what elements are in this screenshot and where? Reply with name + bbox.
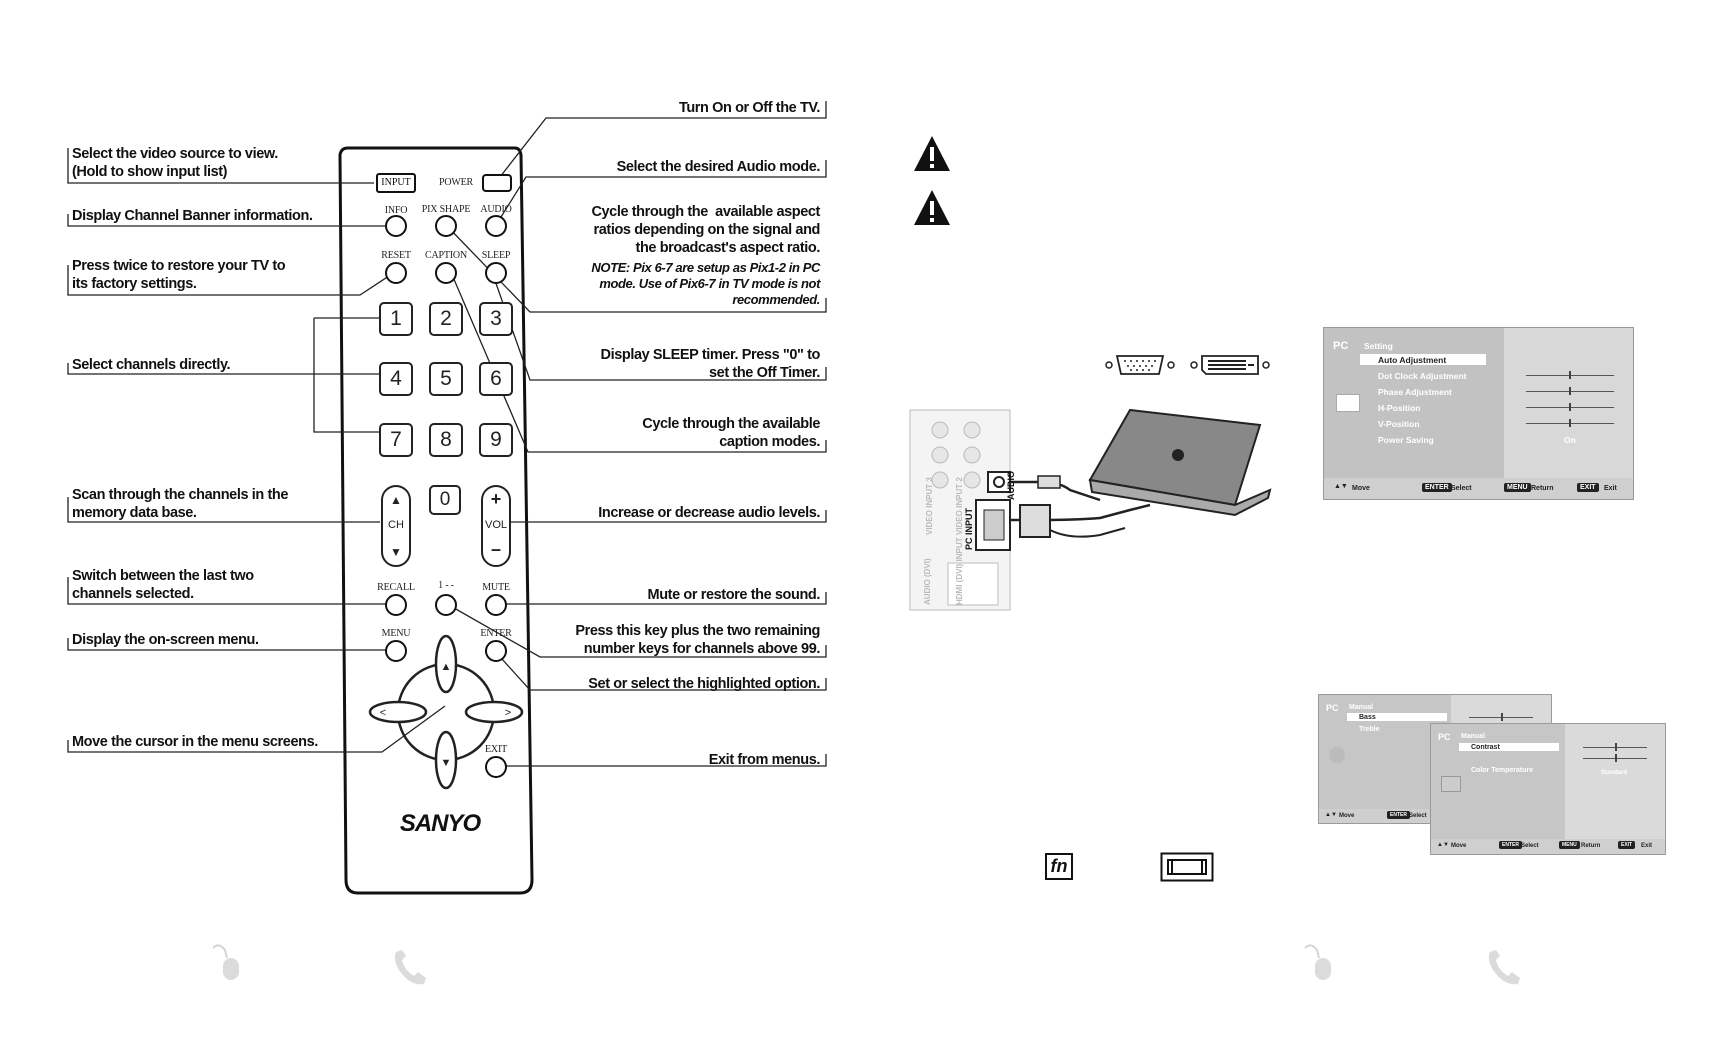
reset-button[interactable] xyxy=(385,262,407,284)
left-arrow-icon: < xyxy=(380,707,386,719)
recall-label: RECALL xyxy=(377,582,415,593)
callout-menu: Display the on-screen menu. xyxy=(72,632,259,648)
callout-cursor: Move the cursor in the menu screens. xyxy=(72,734,318,750)
callout-caption: Cycle through the available caption mode… xyxy=(642,416,820,450)
number-key-4[interactable]: 4 xyxy=(379,362,413,396)
connection-diagram: VIDEO INPUT 3 VIDEO INPUT 2 AUDIO (DVI) … xyxy=(909,408,1272,611)
callout-pix-shape: Cycle through the available aspect ratio… xyxy=(591,204,820,256)
panel-label: PC INPUT xyxy=(964,507,974,550)
callout-pix-note: NOTE: Pix 6-7 are setup as Pix1-2 in PC … xyxy=(591,260,820,307)
callout-audio: Select the desired Audio mode. xyxy=(616,159,821,175)
menu-item[interactable]: Power Saving xyxy=(1378,435,1434,445)
number-key-3[interactable]: 3 xyxy=(479,302,513,336)
sleep-button[interactable] xyxy=(485,262,507,284)
callout-sleep: Display SLEEP timer. Press "0" to set th… xyxy=(600,347,821,381)
recall-button[interactable] xyxy=(385,594,407,616)
volume-rocker[interactable]: + VOL – xyxy=(481,485,511,567)
callout-power: Turn On or Off the TV. xyxy=(678,100,820,116)
audio-button[interactable] xyxy=(485,215,507,237)
enter-label: ENTER xyxy=(480,628,512,639)
callout-exit: Exit from menus. xyxy=(708,752,821,768)
number-key-8[interactable]: 8 xyxy=(429,423,463,457)
info-label: INFO xyxy=(384,205,408,216)
speaker-icon xyxy=(1329,747,1345,763)
caption-button[interactable] xyxy=(435,262,457,284)
menu-item[interactable]: V-Position xyxy=(1378,419,1420,429)
display-key-icon xyxy=(1160,852,1214,882)
menu-item-auto-adjustment[interactable]: Auto Adjustment xyxy=(1378,355,1447,365)
callout-vol: Increase or decrease audio levels. xyxy=(598,505,820,521)
callout-dash: Press this key plus the two remaining nu… xyxy=(575,623,820,657)
panel-label: AUDIO (DVI) xyxy=(923,558,932,605)
callout-recall: Switch between the last two channels sel… xyxy=(72,568,254,602)
number-key-7[interactable]: 7 xyxy=(379,423,413,457)
callout-input: Select the video source to view. (Hold t… xyxy=(72,146,278,180)
callout-enter: Set or select the highlighted option. xyxy=(588,676,820,692)
warning-icon xyxy=(914,190,950,225)
menu-item[interactable]: Phase Adjustment xyxy=(1378,387,1452,397)
panel-label: HDMI (DVI) INPUT xyxy=(955,537,964,605)
info-button[interactable] xyxy=(385,215,407,237)
number-key-1[interactable]: 1 xyxy=(379,302,413,336)
number-key-0[interactable]: 0 xyxy=(429,485,461,515)
down-arrow-icon: ▼ xyxy=(441,757,452,769)
number-key-2[interactable]: 2 xyxy=(429,302,463,336)
right-arrow-icon: > xyxy=(505,707,511,719)
callout-mute: Mute or restore the sound. xyxy=(647,587,821,603)
pix-shape-button[interactable] xyxy=(435,215,457,237)
dash-label: 1 - - xyxy=(438,580,454,591)
up-arrow-icon: ▲ xyxy=(441,661,452,673)
remote-brand-logo: SANYO xyxy=(399,810,481,837)
ch-down-icon: ▼ xyxy=(390,545,402,559)
ch-up-icon: ▲ xyxy=(390,493,402,507)
input-button[interactable]: INPUT xyxy=(376,173,416,193)
callout-info: Display Channel Banner information. xyxy=(72,208,313,224)
menu-item[interactable]: Dot Clock Adjustment xyxy=(1378,371,1467,381)
phone-icon xyxy=(1488,950,1520,985)
vga-connector-icon xyxy=(1105,355,1175,375)
menu-item[interactable]: H-Position xyxy=(1378,403,1421,413)
picture-icon xyxy=(1441,776,1461,792)
number-key-9[interactable]: 9 xyxy=(479,423,513,457)
pix-shape-label: PIX SHAPE xyxy=(421,204,471,215)
caption-label: CAPTION xyxy=(425,250,467,261)
callout-numbers: Select channels directly. xyxy=(72,357,231,373)
mute-button[interactable] xyxy=(485,594,507,616)
mouse-icon xyxy=(212,944,239,980)
number-key-5[interactable]: 5 xyxy=(429,362,463,396)
callout-ch: Scan through the channels in the memory … xyxy=(72,487,288,521)
vol-minus-icon: – xyxy=(490,539,501,559)
fn-key-icon: fn xyxy=(1045,853,1073,880)
pc-setting-menu: PC Setting Auto Adjustment Dot Clock Adj… xyxy=(1323,327,1634,500)
power-button[interactable] xyxy=(482,174,512,192)
sleep-label: SLEEP xyxy=(481,250,511,261)
enter-button[interactable] xyxy=(485,640,507,662)
warning-icon xyxy=(914,136,950,171)
audio-label: AUDIO xyxy=(480,204,512,215)
manual-menu-front: PC Manual Contrast Color Temperature Sta… xyxy=(1430,723,1666,855)
mute-label: MUTE xyxy=(482,582,510,593)
dvi-connector-icon xyxy=(1190,355,1270,375)
panel-label: VIDEO INPUT 3 xyxy=(925,477,934,535)
phone-icon xyxy=(394,950,426,985)
callout-reset: Press twice to restore your TV to its fa… xyxy=(72,258,286,292)
exit-button[interactable] xyxy=(485,756,507,778)
mouse-icon xyxy=(1304,944,1331,980)
number-key-6[interactable]: 6 xyxy=(479,362,513,396)
reset-label: RESET xyxy=(381,250,411,261)
panel-label: VIDEO INPUT 2 xyxy=(955,477,964,535)
menu-label: MENU xyxy=(381,628,411,639)
power-label: POWER xyxy=(438,177,473,188)
panel-label: AUDIO xyxy=(1006,471,1016,500)
move-arrows-icon: ▲▼ xyxy=(1334,483,1348,490)
exit-label: EXIT xyxy=(485,744,507,755)
channel-rocker[interactable]: ▲ CH ▼ xyxy=(381,485,411,567)
monitor-icon xyxy=(1336,394,1360,412)
vol-plus-icon: + xyxy=(490,489,502,509)
dash-button[interactable] xyxy=(435,594,457,616)
menu-button[interactable] xyxy=(385,640,407,662)
